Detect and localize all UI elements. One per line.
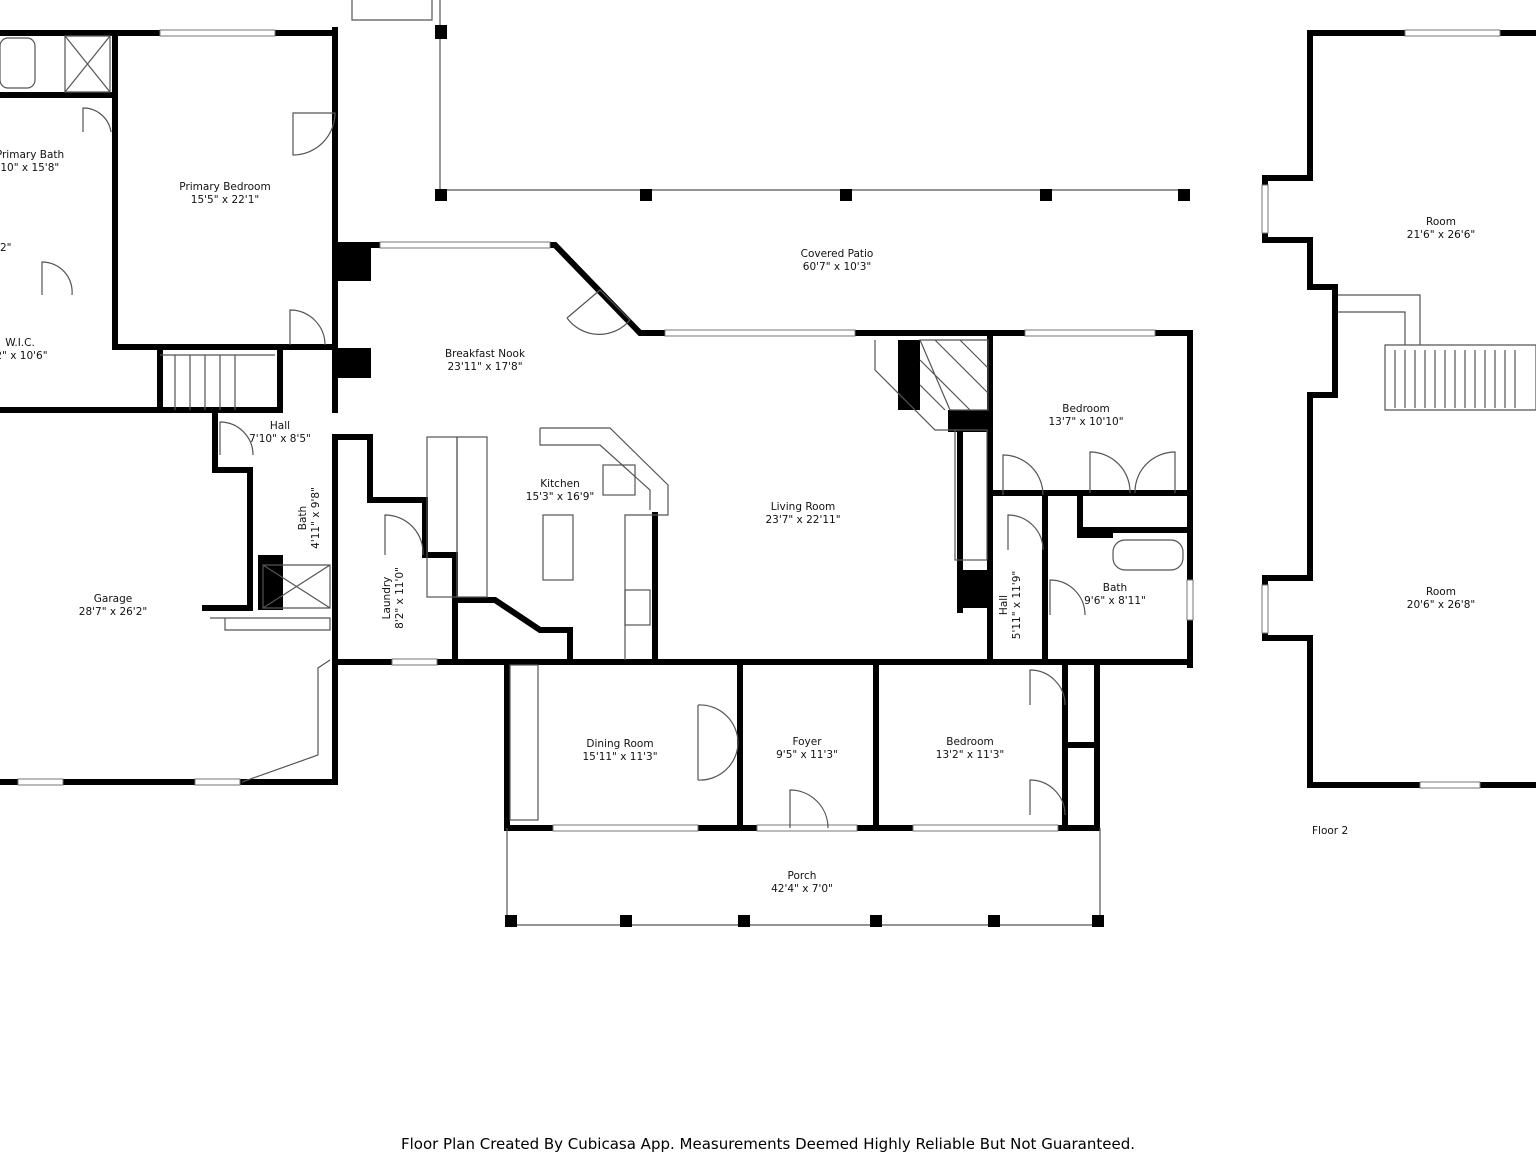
svg-text:15'3" x 16'9": 15'3" x 16'9" (526, 491, 594, 503)
svg-text:Hall: Hall (998, 595, 1010, 615)
svg-text:23'7" x 22'11": 23'7" x 22'11" (765, 514, 840, 526)
svg-text:Living Room: Living Room (771, 501, 835, 513)
svg-text:Bath: Bath (297, 506, 309, 530)
svg-text:15'11" x 11'3": 15'11" x 11'3" (582, 751, 657, 763)
room-label-covered-patio: Covered Patio 60'7" x 10'3" (801, 248, 874, 273)
room-label-bedroom-1: Bedroom 13'7" x 10'10" (1048, 403, 1123, 428)
svg-text:5'11" x 11'9": 5'11" x 11'9" (1011, 571, 1023, 639)
room-label-porch: Porch 42'4" x 7'0" (771, 870, 833, 895)
room-label-breakfast-nook: Breakfast Nook 23'11" x 17'8" (445, 348, 526, 373)
room-label-hall: Hall 7'10" x 8'5" (249, 420, 311, 445)
svg-text:9'6" x 8'11": 9'6" x 8'11" (1084, 595, 1146, 607)
svg-text:Breakfast Nook: Breakfast Nook (445, 348, 526, 360)
svg-text:4'11" x 9'8": 4'11" x 9'8" (310, 487, 322, 549)
room-label-partial: 2" (0, 242, 12, 254)
svg-text:Bath: Bath (1103, 582, 1127, 594)
floor-label: Floor 2 (1312, 825, 1348, 837)
svg-text:8'2" x 11'0": 8'2" x 11'0" (394, 567, 406, 629)
floor-1-walls (0, 27, 1193, 831)
room-label-bedroom-2: Bedroom 13'2" x 11'3" (936, 736, 1004, 761)
svg-text:13'2" x 11'3": 13'2" x 11'3" (936, 749, 1004, 761)
svg-text:Garage: Garage (94, 593, 132, 605)
room-label-primary-bath: Primary Bath 2'10" x 15'8" (0, 149, 64, 174)
svg-text:21'6" x 26'6": 21'6" x 26'6" (1407, 229, 1475, 241)
room-label-hall-2: Hall 5'11" x 11'9" (998, 571, 1023, 639)
room-label-living-room: Living Room 23'7" x 22'11" (765, 501, 840, 526)
svg-text:Primary Bath: Primary Bath (0, 149, 64, 161)
fixtures (0, 0, 1536, 926)
svg-text:Room: Room (1426, 216, 1456, 228)
room-label-room-2: Room 20'6" x 26'8" (1407, 586, 1475, 611)
svg-text:Porch: Porch (788, 870, 817, 882)
svg-text:20'6" x 26'8": 20'6" x 26'8" (1407, 599, 1475, 611)
svg-text:42'4" x 7'0": 42'4" x 7'0" (771, 883, 833, 895)
svg-text:Hall: Hall (270, 420, 290, 432)
svg-text:Dining Room: Dining Room (586, 738, 653, 750)
room-label-bath-2: Bath 9'6" x 8'11" (1084, 582, 1146, 607)
room-label-room-1: Room 21'6" x 26'6" (1407, 216, 1475, 241)
doors (41, 107, 1176, 829)
room-label-foyer: Foyer 9'5" x 11'3" (776, 736, 838, 761)
svg-text:28'7" x 26'2": 28'7" x 26'2" (79, 606, 147, 618)
svg-text:60'7" x 10'3": 60'7" x 10'3" (803, 261, 871, 273)
room-label-bath-1: Bath 4'11" x 9'8" (297, 487, 322, 549)
svg-text:Kitchen: Kitchen (540, 478, 579, 490)
svg-text:'2" x 10'6": '2" x 10'6" (0, 350, 48, 362)
room-label-kitchen: Kitchen 15'3" x 16'9" (526, 478, 594, 503)
svg-text:Bedroom: Bedroom (946, 736, 994, 748)
svg-text:9'5" x 11'3": 9'5" x 11'3" (776, 749, 838, 761)
floor-2-walls (1262, 30, 1536, 788)
svg-text:W.I.C.: W.I.C. (5, 337, 35, 349)
windows (17, 29, 1501, 832)
svg-text:Bedroom: Bedroom (1062, 403, 1110, 415)
svg-text:Room: Room (1426, 586, 1456, 598)
svg-text:23'11" x 17'8": 23'11" x 17'8" (447, 361, 522, 373)
room-label-dining-room: Dining Room 15'11" x 11'3" (582, 738, 657, 763)
room-label-garage: Garage 28'7" x 26'2" (79, 593, 147, 618)
svg-text:2'10" x 15'8": 2'10" x 15'8" (0, 162, 59, 174)
svg-text:15'5" x 22'1": 15'5" x 22'1" (191, 194, 259, 206)
patio-posts (435, 25, 1190, 927)
svg-text:Primary Bedroom: Primary Bedroom (179, 181, 270, 193)
room-label-primary-bedroom: Primary Bedroom 15'5" x 22'1" (179, 181, 270, 206)
room-label-wic: W.I.C. '2" x 10'6" (0, 337, 48, 362)
footer-disclaimer: Floor Plan Created By Cubicasa App. Meas… (401, 1135, 1135, 1152)
svg-text:Laundry: Laundry (381, 577, 393, 620)
svg-text:7'10" x 8'5": 7'10" x 8'5" (249, 433, 311, 445)
svg-text:Covered Patio: Covered Patio (801, 248, 874, 260)
svg-text:13'7" x 10'10": 13'7" x 10'10" (1048, 416, 1123, 428)
room-label-laundry: Laundry 8'2" x 11'0" (381, 567, 406, 629)
svg-text:Foyer: Foyer (792, 736, 822, 748)
